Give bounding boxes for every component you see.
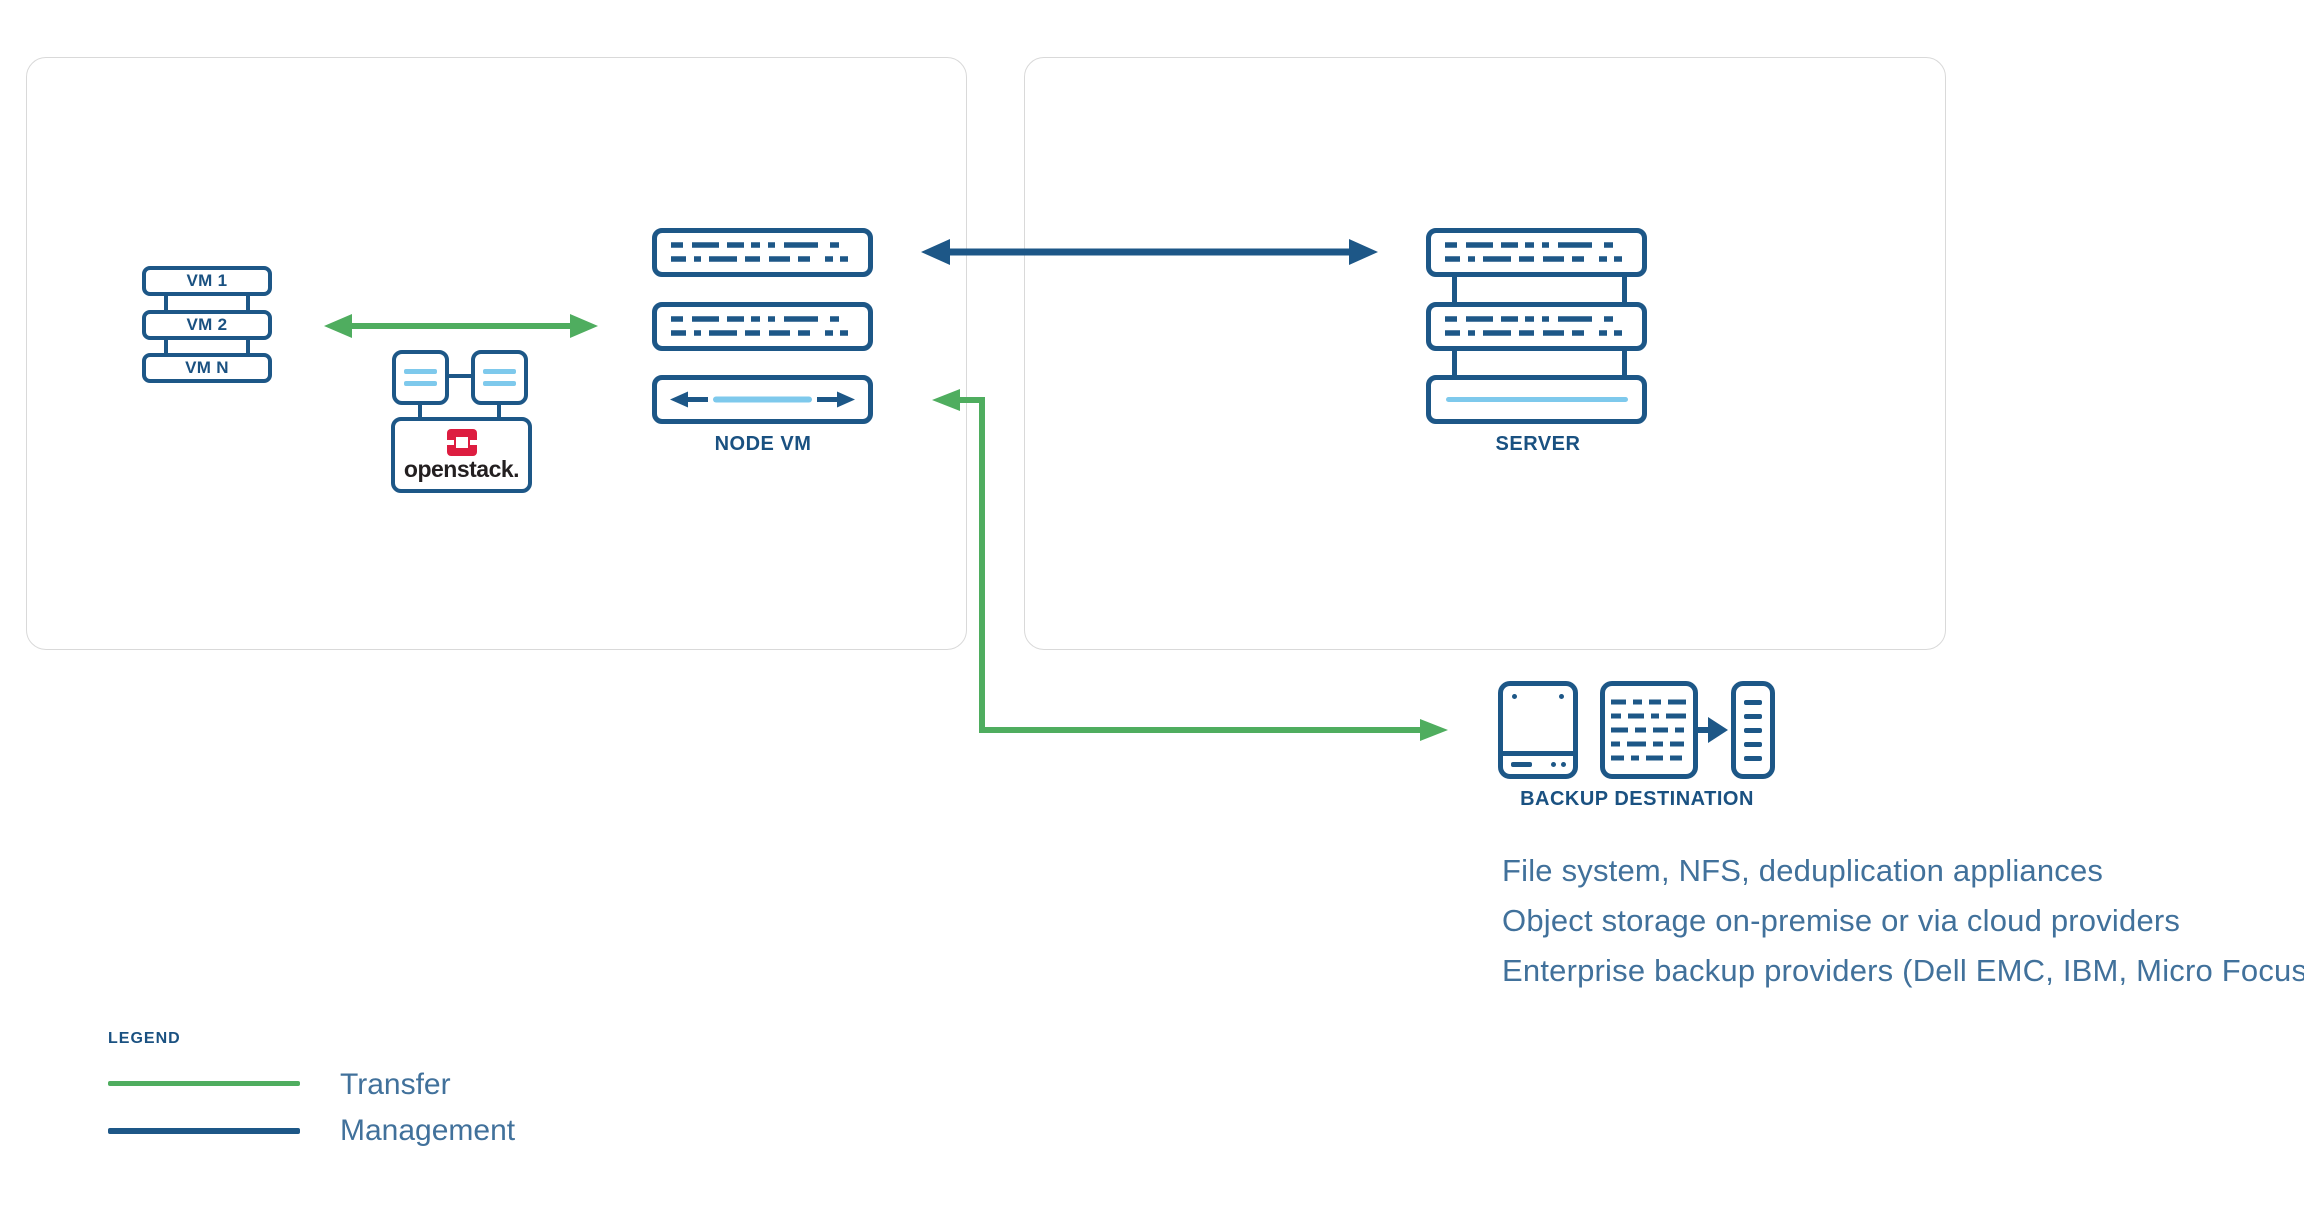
openstack-wordmark: openstack. bbox=[403, 456, 520, 482]
openstack-node-link bbox=[418, 402, 422, 420]
rack-dashes bbox=[670, 316, 855, 336]
rack-dashes bbox=[670, 242, 855, 262]
server-rack-connector bbox=[1452, 270, 1457, 303]
node-line bbox=[404, 381, 437, 386]
legend-transfer-label: Transfer bbox=[340, 1068, 451, 1101]
server-environment-panel bbox=[1024, 57, 1946, 650]
vm-n-box: VM N bbox=[142, 353, 272, 383]
note-line: File system, NFS, deduplication applianc… bbox=[1502, 853, 2104, 888]
vm-1-box: VM 1 bbox=[142, 266, 272, 296]
vm-2-box: VM 2 bbox=[142, 310, 272, 340]
rack-dashes bbox=[1444, 316, 1629, 336]
rack-dashes bbox=[1444, 242, 1629, 262]
openstack-node-link bbox=[497, 402, 501, 420]
compute-node-icon bbox=[392, 350, 449, 405]
legend-title: LEGEND bbox=[108, 1030, 181, 1047]
node-vm-caption: NODE VM bbox=[714, 433, 812, 455]
legend-transfer-line bbox=[108, 1081, 300, 1086]
note-line: Enterprise backup providers (Dell EMC, I… bbox=[1502, 953, 2304, 988]
node-line bbox=[483, 369, 516, 374]
openstack-node-link bbox=[446, 374, 474, 378]
server-caption: SERVER bbox=[1495, 433, 1581, 455]
note-line: Object storage on-premise or via cloud p… bbox=[1502, 903, 2181, 938]
vm-2-label: VM 2 bbox=[186, 315, 228, 334]
openstack-logo-icon bbox=[446, 429, 477, 456]
compute-node-icon bbox=[471, 350, 528, 405]
server-rack-icon bbox=[1426, 228, 1647, 277]
rack-status-line bbox=[1445, 397, 1628, 402]
node-vm-rack-icon bbox=[652, 302, 873, 351]
vm-n-label: VM N bbox=[185, 358, 229, 377]
backup-destination-caption: BACKUP DESTINATION bbox=[1520, 788, 1754, 810]
server-rack-icon bbox=[1426, 302, 1647, 351]
storage-appliance-icon bbox=[1498, 681, 1578, 779]
backup-arrow bbox=[1697, 727, 1710, 733]
node-vm-transfer-rack-icon bbox=[652, 375, 873, 424]
server-rack-connector bbox=[1452, 344, 1457, 377]
node-line bbox=[404, 369, 437, 374]
server-rack-connector bbox=[1622, 270, 1627, 303]
vm-1-label: VM 1 bbox=[186, 271, 228, 290]
node-vm-rack-icon bbox=[652, 228, 873, 277]
server-rack-connector bbox=[1622, 344, 1627, 377]
node-line bbox=[483, 381, 516, 386]
legend-management-label: Management bbox=[340, 1114, 516, 1147]
backup-notes: File system, NFS, deduplication applianc… bbox=[1502, 846, 2304, 996]
file-storage-icon bbox=[1600, 681, 1698, 779]
legend-management-line bbox=[108, 1128, 300, 1134]
bidirectional-arrow-icon bbox=[670, 391, 855, 408]
backup-arrow-head-icon bbox=[1708, 717, 1728, 743]
tape-archive-icon bbox=[1731, 681, 1775, 779]
server-base-rack-icon bbox=[1426, 375, 1647, 424]
openstack-box: openstack. bbox=[391, 417, 532, 493]
